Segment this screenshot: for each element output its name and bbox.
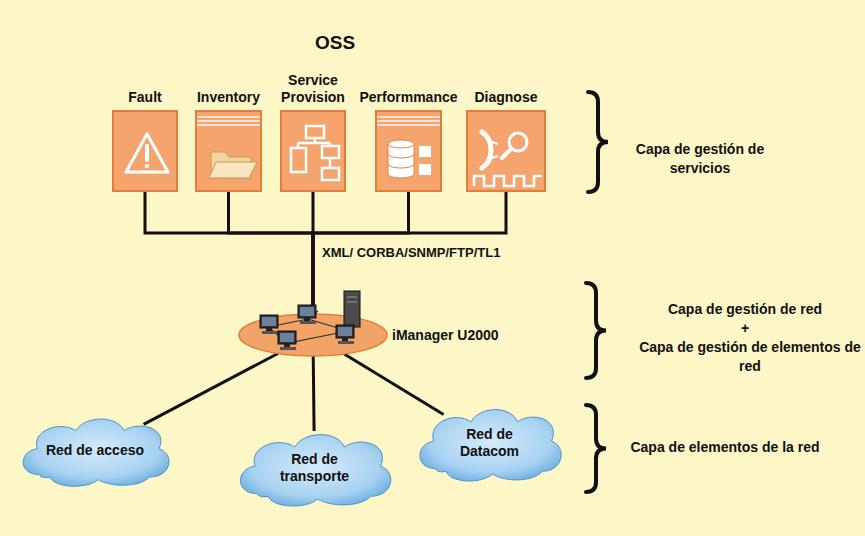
node-label: iManager U2000 bbox=[392, 327, 499, 344]
curly-bracket bbox=[586, 283, 606, 378]
platform-shape bbox=[238, 313, 388, 357]
connector-line bbox=[344, 354, 443, 414]
network-cloud: Red de Datacom bbox=[412, 400, 567, 485]
connector-line bbox=[313, 192, 506, 313]
module-icon bbox=[377, 112, 440, 190]
connector-line bbox=[312, 356, 316, 431]
node-label: Inventory bbox=[174, 89, 284, 106]
network-cloud: Red de acceso bbox=[15, 410, 175, 490]
curly-bracket bbox=[586, 405, 606, 492]
node-label: Red de Datacom bbox=[442, 426, 537, 460]
oss-module-box: Inventory bbox=[195, 110, 262, 192]
module-icon bbox=[197, 112, 260, 190]
diagram-title: OSS bbox=[300, 33, 370, 52]
module-icon bbox=[282, 112, 344, 190]
network-cloud: Red de transporte bbox=[232, 425, 397, 510]
oss-module-box: Diagnose bbox=[466, 110, 546, 192]
manager-platform: iManager U2000 bbox=[238, 313, 388, 357]
layer-label: + bbox=[620, 319, 865, 338]
connector-line bbox=[229, 192, 314, 313]
layer-label: Capa de elementos de la red bbox=[612, 438, 838, 457]
node-label: Fault bbox=[90, 89, 200, 106]
layer-label: Capa de gestión de servicios bbox=[615, 140, 785, 178]
oss-module-box: Service Provision bbox=[280, 110, 346, 192]
oss-module-box: Performmance bbox=[375, 110, 442, 192]
node-label: Performmance bbox=[354, 89, 464, 106]
module-icon bbox=[114, 112, 176, 190]
node-label: Diagnose bbox=[451, 89, 561, 106]
node-label: Red de transporte bbox=[267, 451, 362, 485]
curly-bracket bbox=[588, 92, 608, 192]
connector-line bbox=[144, 353, 278, 424]
layer-label: Capa de gestión de elementos de red bbox=[637, 338, 863, 376]
oss-module-box: Fault bbox=[112, 110, 178, 192]
connector-line bbox=[145, 192, 313, 313]
layer-label: Capa de gestión de red bbox=[620, 300, 865, 319]
node-label: Service Provision bbox=[258, 72, 368, 106]
protocol-label: XML/ CORBA/SNMP/FTP/TL1 bbox=[322, 243, 500, 262]
node-label: Red de acceso bbox=[46, 442, 144, 459]
module-icon bbox=[468, 112, 544, 190]
